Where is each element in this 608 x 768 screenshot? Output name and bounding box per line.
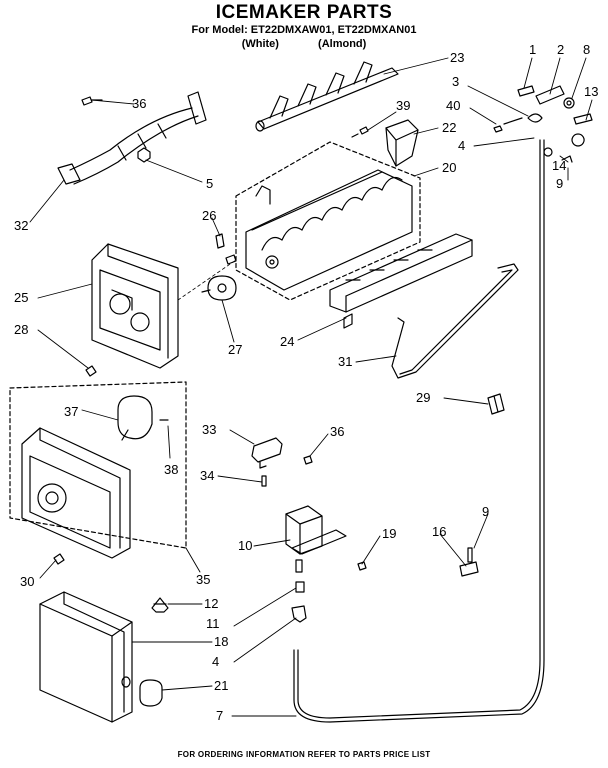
callout: 36: [330, 424, 344, 439]
callout: 40: [446, 98, 460, 113]
clip-29: [487, 393, 505, 415]
fill-tube-7-inner: [293, 139, 545, 723]
fitting-16: [459, 547, 479, 577]
callout: 14: [552, 158, 566, 173]
callout: 27: [228, 342, 242, 357]
callout: 32: [14, 218, 28, 233]
screw-34: [261, 475, 267, 487]
callout: 5: [206, 176, 213, 191]
shaft-hardware: [493, 85, 593, 163]
wiring-harness-32: [57, 91, 207, 185]
screw-36-mid: [303, 455, 313, 465]
callout: 11: [206, 616, 220, 631]
assembly-dashed: [177, 259, 237, 301]
callout: 22: [442, 120, 456, 135]
callout: 4: [212, 654, 219, 669]
screw-30: [53, 553, 65, 565]
fill-tube-7: [297, 139, 541, 719]
motor-assembly-35: [9, 381, 187, 559]
wire-nut-12: [151, 597, 169, 613]
mold-20: [235, 141, 421, 301]
callout: 13: [584, 84, 598, 99]
callout-labels: 1 2 8 3 40 13 4 14 9 23 39 22 20 36 5 32…: [14, 42, 598, 723]
leader-lines: [29, 57, 593, 717]
stripper-24: [329, 233, 473, 329]
bracket-22: [385, 119, 419, 167]
callout: 28: [14, 322, 28, 337]
screw-26: [215, 233, 237, 265]
callout: 30: [20, 574, 34, 589]
callout: 2: [557, 42, 564, 57]
page-title: ICEMAKER PARTS: [215, 2, 393, 23]
callout: 33: [202, 422, 216, 437]
switch-33: [251, 437, 283, 469]
water-valve-10: [285, 505, 347, 573]
ejector-rod-23: [255, 61, 399, 132]
callout: 4: [458, 138, 465, 153]
shutoff-arm-31: [391, 263, 519, 379]
color-almond-label: (Almond): [318, 38, 367, 50]
callout: 36: [132, 96, 146, 111]
callout: 20: [442, 160, 456, 175]
callout: 7: [216, 708, 223, 723]
callout: 18: [214, 634, 228, 649]
callout: 1: [529, 42, 536, 57]
callout: 34: [200, 468, 214, 483]
callout: 19: [382, 526, 396, 541]
callout: 39: [396, 98, 410, 113]
color-white-label: (White): [241, 38, 279, 50]
screw-28: [85, 365, 97, 377]
callout: 9: [556, 176, 563, 191]
screw-19: [357, 561, 367, 571]
control-housing-25: [91, 243, 179, 369]
callout: 35: [196, 572, 210, 587]
callout: 38: [164, 462, 178, 477]
callout: 8: [583, 42, 590, 57]
callout: 23: [450, 50, 464, 65]
callout: 37: [64, 404, 78, 419]
fitting-11: [291, 581, 307, 623]
callout: 24: [280, 334, 294, 349]
color-variants: (White) (Almond): [0, 38, 608, 50]
panel-18: [39, 591, 133, 723]
model-line: For Model: ET22DMXAW01, ET22DMXAN01: [191, 24, 417, 36]
nut-5: [137, 147, 151, 163]
callout: 25: [14, 290, 28, 305]
callout: 12: [204, 596, 218, 611]
callout: 21: [214, 678, 228, 693]
motor-connector-27: [201, 275, 237, 301]
callout: 3: [452, 74, 459, 89]
footer-note: FOR ORDERING INFORMATION REFER TO PARTS …: [177, 750, 431, 759]
callout: 10: [238, 538, 252, 553]
callout: 29: [416, 390, 430, 405]
callout: 9: [482, 504, 489, 519]
screw-39: [351, 126, 369, 138]
callout: 16: [432, 524, 446, 539]
callout: 31: [338, 354, 352, 369]
knob-21: [121, 676, 163, 707]
callout: 26: [202, 208, 216, 223]
